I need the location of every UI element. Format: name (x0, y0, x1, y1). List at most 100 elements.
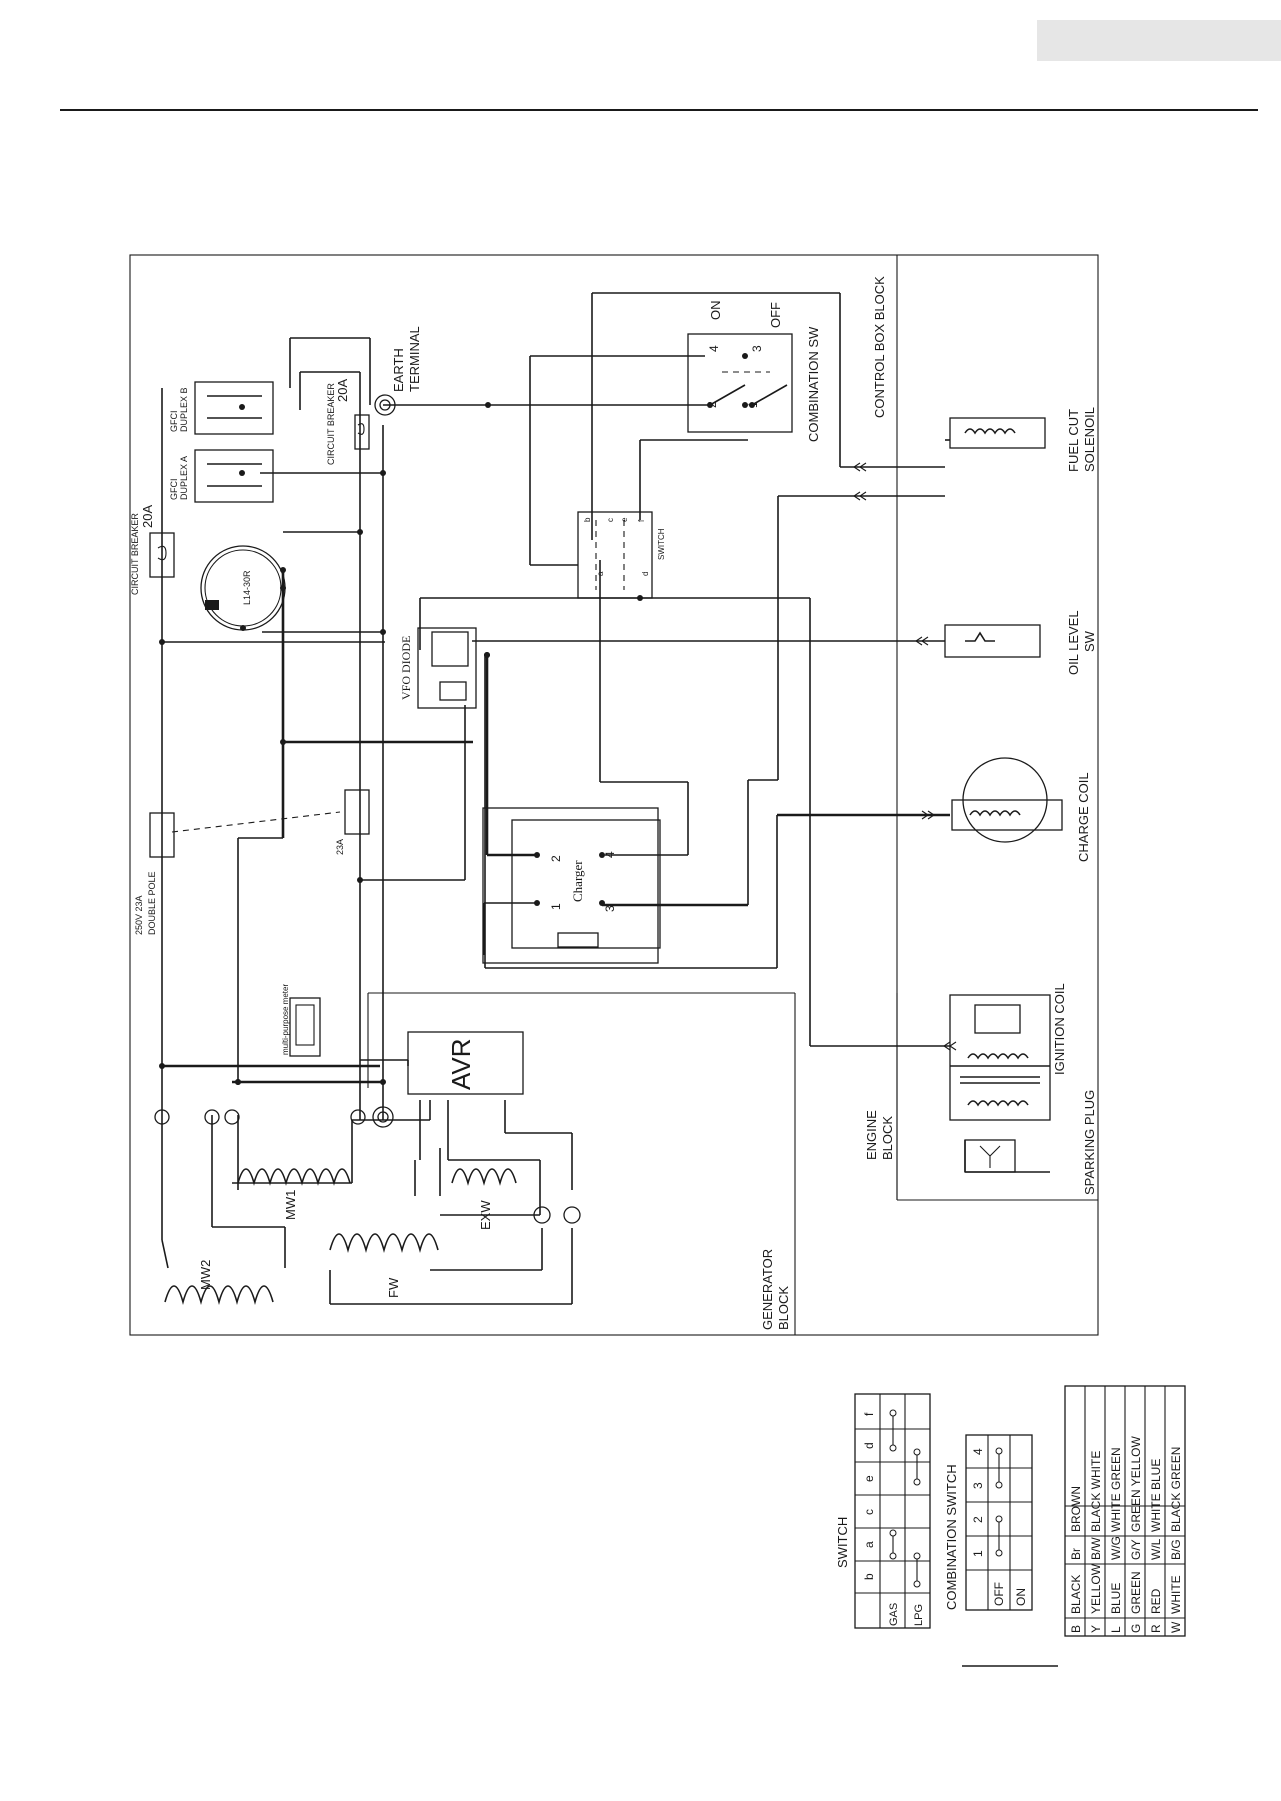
switch-table: SWITCH b a c e d f GAS LPG (835, 1393, 931, 1629)
switch-col-f: f (862, 1412, 876, 1416)
label-l14-30r: L14-30R (242, 570, 252, 605)
charge-coil (951, 757, 1063, 843)
header-rule (60, 109, 1258, 111)
block-borders (129, 254, 1099, 1336)
legend-code: Y (1089, 1625, 1103, 1633)
combination-table-title: COMBINATION SWITCH (944, 1464, 959, 1610)
label-switch: SWITCH (657, 528, 666, 560)
label-breaker-top-amp: 20A (335, 379, 350, 402)
label-double-pole-1: 250V 23A (134, 895, 144, 935)
comb-row-on: ON (1014, 1588, 1028, 1606)
legend-name: RED (1149, 1588, 1163, 1614)
label-gfci-a-1: GFCI (169, 479, 179, 501)
label-switch-pin-d: d (641, 572, 650, 576)
coil-fw (329, 1233, 439, 1253)
coil-mw2 (164, 1285, 274, 1305)
label-switch-pin-f: f (637, 519, 646, 522)
label-charger-pin-2: 2 (549, 855, 563, 862)
label-comb-pin-3: 3 (750, 345, 764, 352)
label-fuel-cut-2: SOLENOIL (1082, 407, 1097, 472)
label-breaker-23a: 23A (335, 839, 345, 855)
label-comb-off: OFF (768, 302, 783, 328)
label-breaker-left-amp: 20A (140, 505, 155, 528)
legend-name2: WHITE BLUE (1149, 1459, 1163, 1532)
double-pole-breaker (149, 789, 370, 858)
label-switch-pin-c: c (606, 518, 615, 522)
circuit-breaker-left (149, 532, 175, 578)
label-combination-sw: COMBINATION SW (806, 326, 821, 442)
label-control-box-block: CONTROL BOX BLOCK (872, 276, 887, 418)
label-gfci-b-2: DUPLEX B (179, 387, 189, 432)
legend-code2: W/L (1149, 1538, 1163, 1560)
junction-dots (159, 402, 643, 1085)
legend-name2: WHITE GREEN (1109, 1447, 1123, 1532)
charger (482, 807, 661, 964)
comb-col-1: 1 (971, 1550, 985, 1557)
combination-switch-table: COMBINATION SWITCH 1 2 3 4 OFF ON (944, 1434, 1033, 1611)
comb-col-3: 3 (971, 1482, 985, 1489)
label-breaker-top: CIRCUIT BREAKER (326, 383, 336, 465)
label-oil-level-1: OIL LEVEL (1066, 610, 1081, 675)
diagram-labels: CONTROL BOX BLOCK ENGINE BLOCK GENERATOR… (130, 276, 1097, 1330)
switch-col-c: c (862, 1509, 876, 1515)
switch-table-title: SWITCH (835, 1517, 850, 1568)
switch-col-e: e (862, 1475, 876, 1482)
connector-chevrons (853, 462, 957, 1051)
label-exw: EXW (478, 1200, 493, 1230)
label-sparking-plug: SPARKING PLUG (1082, 1090, 1097, 1195)
label-vfo-diode: VFO DIODE (399, 636, 413, 700)
legend-code2: B/W (1089, 1537, 1103, 1560)
multi-purpose-meter (289, 997, 321, 1057)
vfo-diode (417, 627, 490, 709)
comb-col-4: 4 (971, 1448, 985, 1455)
switch-col-d: d (862, 1442, 876, 1449)
label-ignition-coil: IGNITION COIL (1052, 983, 1067, 1075)
fuel-cut-solenoid (949, 417, 1046, 449)
legend-name: BLACK (1069, 1575, 1083, 1614)
legend-code: W (1169, 1621, 1183, 1633)
coil-exw (451, 1168, 517, 1186)
comb-row-off: OFF (992, 1582, 1006, 1606)
label-oil-level-2: SW (1082, 630, 1097, 652)
label-switch-pin-b: b (583, 517, 592, 522)
label-comb-pin-4: 4 (707, 345, 721, 352)
comb-col-2: 2 (971, 1516, 985, 1523)
label-generator-block-1: GENERATOR (760, 1249, 775, 1330)
label-charger-pin-3: 3 (603, 905, 617, 912)
switch-row-lpg: LPG (913, 1604, 925, 1626)
wires (161, 292, 1050, 1305)
label-engine-block-1: ENGINE (864, 1110, 879, 1160)
label-mw2: MW2 (198, 1260, 213, 1290)
legend-code: R (1149, 1624, 1163, 1633)
legend-code: G (1129, 1624, 1143, 1633)
gfci-duplex-a (194, 449, 274, 503)
label-switch-pin-e: e (620, 517, 629, 522)
gas-lpg-switch (577, 511, 653, 599)
legend-name: YELLOW (1089, 1563, 1103, 1614)
legend-code2: B/G (1169, 1539, 1183, 1560)
oil-level-switch (944, 624, 1041, 658)
label-earth-terminal-2: TERMINAL (407, 326, 422, 392)
label-avr: AVR (446, 1038, 476, 1090)
legend-code2: Br (1069, 1548, 1083, 1560)
label-comb-pin-2: 2 (705, 401, 719, 408)
legend-name2: GREEN YELLOW (1129, 1436, 1143, 1532)
header-tab (1037, 20, 1281, 61)
switch-col-a: a (862, 1541, 876, 1548)
label-generator-block-2: BLOCK (776, 1286, 791, 1330)
label-double-pole-2: DOUBLE POLE (147, 871, 157, 935)
legend-name: GREEN (1129, 1571, 1143, 1614)
label-charger-pin-1: 1 (549, 903, 563, 910)
label-fuel-cut-1: FUEL CUT (1066, 409, 1081, 472)
legend-code2: G/Y (1129, 1539, 1143, 1560)
legend-name: WHITE (1169, 1575, 1183, 1614)
label-engine-block-2: BLOCK (880, 1116, 895, 1160)
switch-row-gas: GAS (888, 1603, 900, 1626)
label-earth-terminal-1: EARTH (391, 348, 406, 392)
avr-box (407, 1031, 524, 1095)
legend-code: L (1109, 1626, 1123, 1633)
combination-switch (687, 333, 793, 433)
sparking-plug (964, 1139, 1016, 1173)
label-switch-pin-a: a (596, 571, 605, 576)
